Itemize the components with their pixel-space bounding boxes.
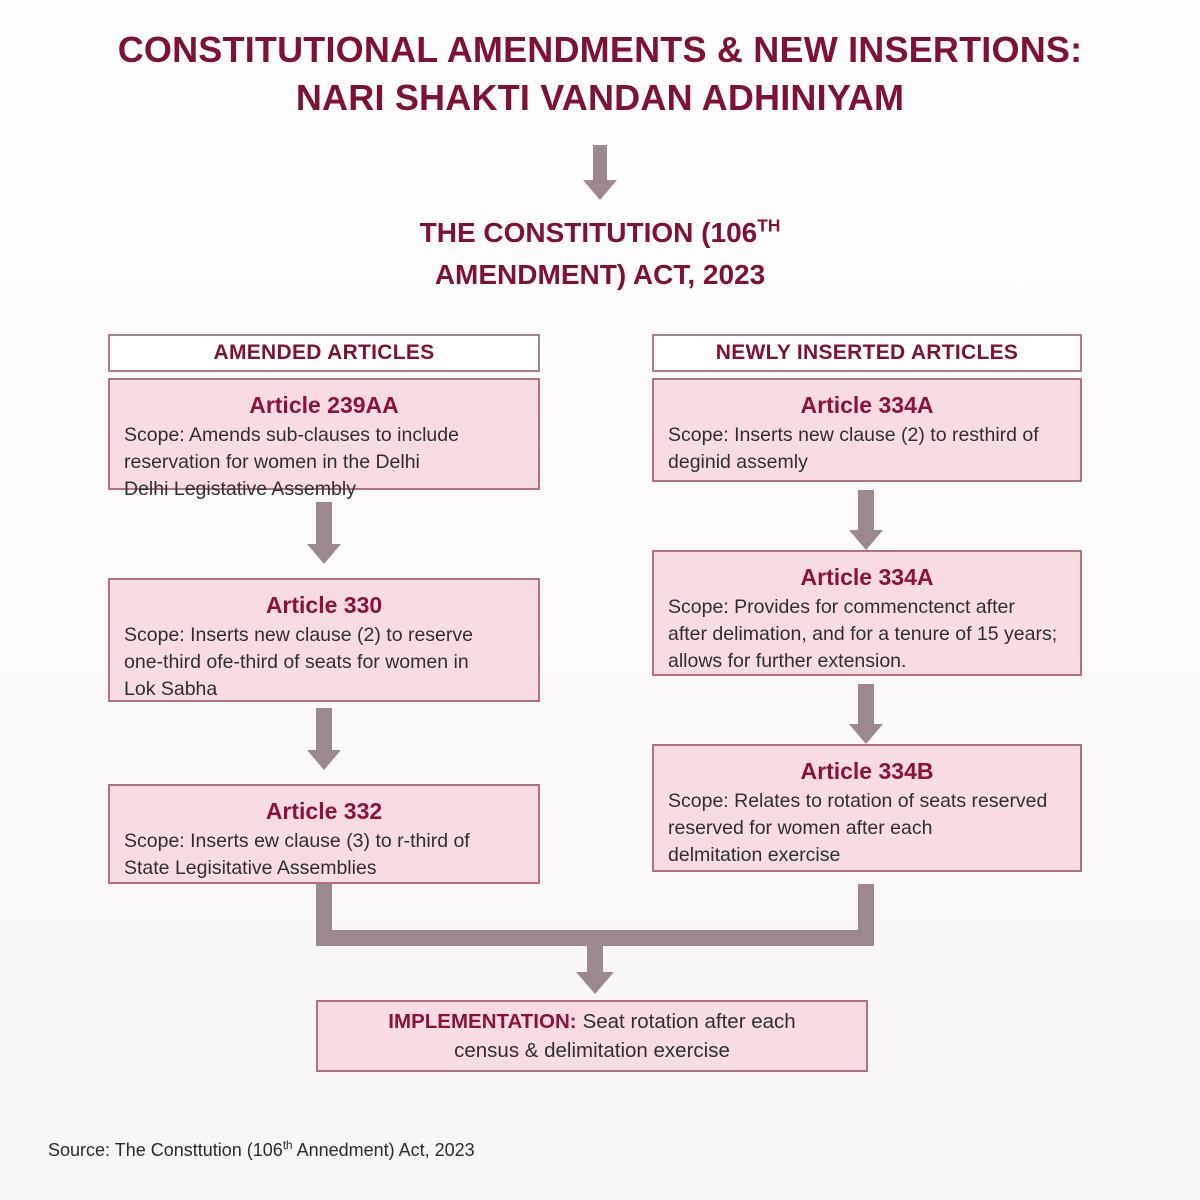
arrow-title-to-act xyxy=(575,145,625,200)
article-box-scope: Scope: Inserts ew clause (3) to r-third … xyxy=(124,830,470,879)
article-box-title: Article 334B xyxy=(800,758,934,784)
arrow-shaft xyxy=(593,145,607,181)
source-text-after: Annedment) Act, 2023 xyxy=(292,1140,475,1160)
merge-right-riser xyxy=(858,884,874,946)
article-box-scope: Scope: Inserts new clause (2) to reserve… xyxy=(124,624,473,700)
implementation-box: IMPLEMENTATION:Seat rotation after each … xyxy=(316,1000,868,1072)
merge-left-riser xyxy=(316,884,332,946)
arrow-334a-first-to-334a-second xyxy=(844,490,888,550)
article-box-scope: Scope: Relates to rotation of seats rese… xyxy=(668,790,1048,866)
arrow-head xyxy=(307,750,341,770)
article-box-title: Article 334A xyxy=(800,392,934,418)
article-box-334a-first: Article 334A Scope: Inserts new clause (… xyxy=(652,378,1082,482)
act-title-line-1-text: THE CONSTITUTION (106 xyxy=(419,217,758,248)
page-title: CONSTITUTIONAL AMENDMENTS & NEW INSERTIO… xyxy=(0,26,1200,122)
article-box-239aa: Article 239AA Scope: Amends sub-clauses … xyxy=(108,378,540,500)
merge-center-shaft xyxy=(587,946,603,972)
source-text-before: Source: The Consttution (106 xyxy=(48,1140,283,1160)
article-box-334a-second: Article 334A Scope: Provides for commenc… xyxy=(652,550,1082,676)
arrow-334a-second-to-334b xyxy=(844,684,888,744)
title-line-2: NARI SHAKTI VANDAN ADHINIYAM xyxy=(295,77,905,118)
merge-arrow-head xyxy=(576,972,614,994)
arrow-head xyxy=(849,530,883,550)
act-title: THE CONSTITUTION (106TH AMENDMENT) ACT, … xyxy=(330,212,870,296)
article-box-scope: Scope: Amends sub-clauses to include res… xyxy=(124,424,459,500)
article-box-title: Article 239AA xyxy=(249,392,399,418)
source-note: Source: The Consttution (106th Annedment… xyxy=(48,1140,475,1161)
arrow-head xyxy=(583,180,617,200)
implementation-line-2: census & delimitation exercise xyxy=(454,1039,730,1062)
source-ordinal-suffix: th xyxy=(282,1139,293,1152)
column-header-newly-inserted-articles: NEWLY INSERTED ARTICLES xyxy=(652,334,1082,372)
article-box-330: Article 330 Scope: Inserts new clause (2… xyxy=(108,578,540,702)
column-header-label: AMENDED ARTICLES xyxy=(213,341,435,364)
arrow-head xyxy=(849,724,883,744)
act-title-line-2: AMENDMENT) ACT, 2023 xyxy=(434,259,766,290)
article-box-scope: Scope: Provides for commenctenct after a… xyxy=(668,596,1058,672)
arrow-239aa-to-330 xyxy=(302,502,346,564)
article-box-334b: Article 334B Scope: Relates to rotation … xyxy=(652,744,1082,872)
arrow-shaft xyxy=(858,684,874,724)
title-line-1: CONSTITUTIONAL AMENDMENTS & NEW INSERTIO… xyxy=(117,29,1083,70)
arrow-330-to-332 xyxy=(302,708,346,770)
implementation-text: IMPLEMENTATION:Seat rotation after each … xyxy=(388,1007,795,1065)
implementation-label: IMPLEMENTATION: xyxy=(388,1010,577,1033)
article-box-title: Article 330 xyxy=(265,592,383,618)
article-box-title: Article 332 xyxy=(265,798,383,824)
arrow-shaft xyxy=(316,708,332,750)
arrow-shaft xyxy=(316,502,332,544)
act-title-ordinal-suffix: TH xyxy=(757,215,781,236)
merge-horizontal-bar xyxy=(316,930,874,946)
arrow-head xyxy=(307,544,341,564)
merge-connector-to-implementation xyxy=(300,884,910,994)
implementation-line-1: Seat rotation after each xyxy=(582,1010,796,1033)
article-box-title: Article 334A xyxy=(800,564,934,590)
column-header-amended-articles: AMENDED ARTICLES xyxy=(108,334,540,372)
article-box-scope: Scope: Inserts new clause (2) to resthir… xyxy=(668,424,1039,473)
arrow-shaft xyxy=(858,490,874,530)
column-header-label: NEWLY INSERTED ARTICLES xyxy=(715,341,1019,364)
article-box-332: Article 332 Scope: Inserts ew clause (3)… xyxy=(108,784,540,884)
